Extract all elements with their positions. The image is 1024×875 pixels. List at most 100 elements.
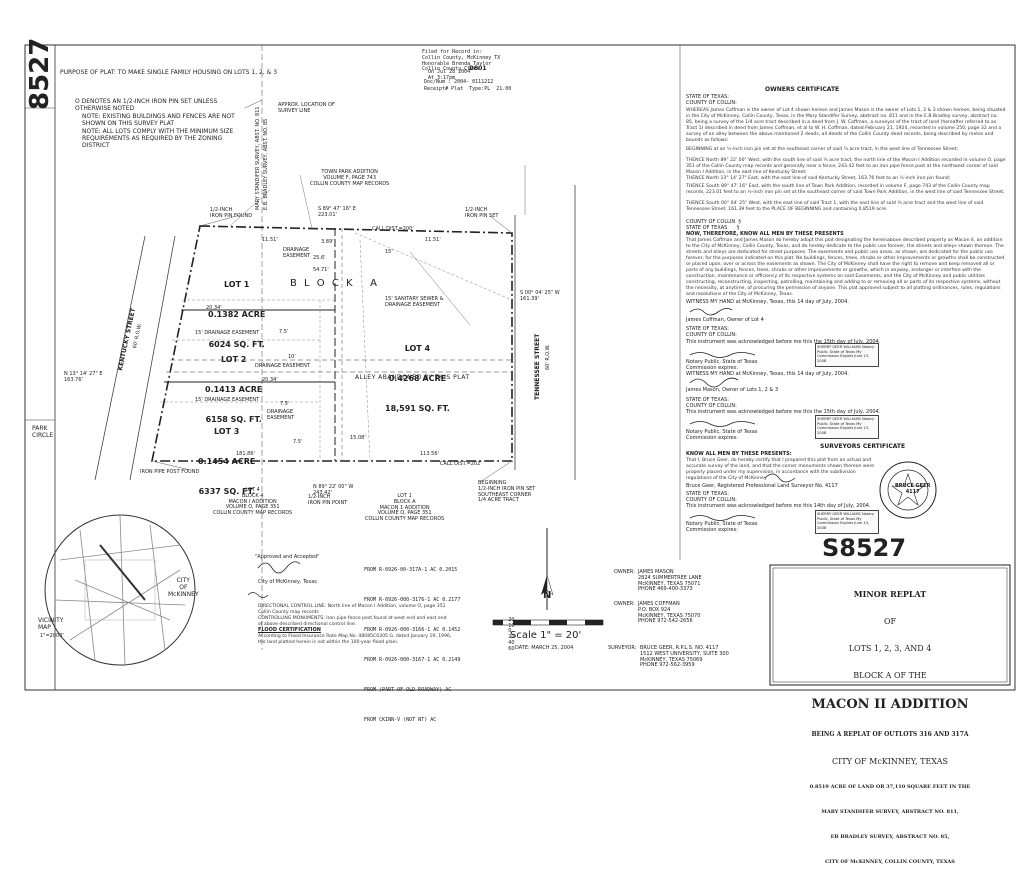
dim-label: 7.5' (279, 329, 289, 335)
plat-sheet: 8527 PURPOSE OF PLAT: TO MAKE SINGLE FAM… (24, 37, 1016, 865)
beginning-label: BEGINNING 1/2-INCH IRON PIN SET SOUTHEAS… (478, 480, 536, 504)
bearing-right: S 00° 04' 25" W 161.39' (520, 290, 560, 302)
lot-1-bottom-label: LOT 1 BLOCK A MACON 1 ADDITION VOLUME O,… (365, 493, 445, 522)
scale-ticks: 20 10 0 20 40 60 (489, 612, 515, 652)
title-block-a: BLOCK A OF THE (853, 671, 927, 680)
doc-number: Doc/Num : 2004- 0111212 (424, 79, 494, 85)
whereas-text: WHEREAS James Coffman is the owner of Lo… (686, 108, 1006, 143)
alley-abandoned-label: ALLEY ABANDONED BY THIS PLAT (355, 374, 470, 381)
sanitary-easement-label: 15' SANITARY SEWER & DRAINAGE EASEMENT (385, 296, 444, 308)
from-row: FROM R-0926-000-3176-1 AC 0.2177 (364, 597, 461, 603)
lot-2-sqft: 6158 SQ. FT. (205, 415, 262, 424)
approved-label: "Approved and Accepted" (255, 554, 320, 560)
title-minor-replat: MINOR REPLAT (853, 589, 927, 599)
ack-2: This instrument was acknowledged before … (686, 409, 881, 415)
approved-by: City of McKinney, Texas (258, 579, 317, 585)
title-acres: 0.8519 ACRE OF LAND OR 37,110 SQUARE FEE… (809, 784, 971, 790)
title-addition: MACON II ADDITION (811, 697, 969, 712)
lot-2-name: LOT 2 (220, 355, 247, 364)
title-survey-2: EB BRADLEY SURVEY, ABSTRACT NO. 85, (830, 834, 950, 840)
from-row: FROM R-0926-000-3167-1 AC 0.2149 (364, 657, 461, 663)
title-lots: LOTS 1, 2, 3, AND 4 (848, 644, 932, 653)
dim-label: 15.08' (350, 435, 366, 441)
surveyors-certificate-title: SURVEYORS CERTIFICATE (820, 443, 906, 450)
bearing-top: S 89° 47' 16" E 223.01' (318, 206, 356, 218)
county-collin: COUNTY OF COLLIN § STATE OF TEXAS § (686, 219, 741, 231)
lot-1-label: LOT 1 0.1382 ACRE 6024 SQ. FT. (208, 260, 265, 360)
drainage-easement-2: DRAINAGE EASEMENT (255, 363, 310, 369)
from-row: FROM (PART OF OLD ROADWAY) AC (364, 687, 452, 693)
thence-2: THENCE North 13° 14' 27" East, with the … (686, 176, 951, 181)
scale-label: Scale 1" = 20' (510, 630, 582, 641)
owner-1-label: OWNER: (614, 569, 635, 575)
lot-3-label: LOT 3 0.1454 ACRE 6337 SQ. FT. (198, 407, 255, 507)
surveyor-info: BRUCE GEER, R.P.L.S. NO. 4117 1512 WEST … (640, 645, 729, 669)
plat-date: DATE: MARCH 25, 2004 (515, 645, 574, 651)
dim-label: 54.71' (313, 267, 329, 273)
title-of: OF (883, 617, 897, 626)
notary-2: Notary Public, State of Texas Commission… (686, 429, 758, 441)
iron-pin-bottom: 1/2-INCH IRON PIN POINT (308, 494, 348, 506)
directional-control: DIRECTIONAL CONTROL LINE: North line of … (258, 604, 446, 615)
drainage-easement-small-2: DRAINAGE EASEMENT (267, 409, 295, 421)
file-ref: D801 (469, 65, 487, 72)
vicinity-map-label: VICINITY MAP (38, 617, 64, 631)
state-county-1: STATE OF TEXAS: COUNTY OF COLLIN: (686, 94, 737, 106)
dim-label: 11.51' (425, 237, 441, 243)
call-dist-top: CALL DIST.=200' (372, 226, 414, 232)
surveyor-label: SURVEYOR: (608, 645, 637, 651)
surveyor-certificate-text: That I, Bruce Geer, do hereby certify th… (686, 458, 875, 481)
vicinity-scale: 1"=2000' (40, 633, 64, 639)
notary-stamp-1: SHERRY GEER WILLIAMS Notary Public, Stat… (815, 343, 879, 367)
lot-1-name: LOT 1 (223, 280, 250, 289)
bearing-left: N 13° 14' 27" E 163.76' (64, 371, 103, 383)
flood-text: According to Flood Insurance Rate Map No… (258, 634, 452, 645)
survey-label-bradley: E.B. BRADLEY SURVEY, ABST. NO. 85 (263, 118, 269, 210)
dim-label: 3.89' (321, 239, 334, 245)
dim-label: 113.56' (420, 451, 439, 457)
flood-title: FLOOD CERTIFICATION (258, 627, 321, 633)
call-dist-bottom: CALL DIST.=202' (440, 461, 482, 467)
park-circle-label: PARK CIRCLE (32, 425, 54, 439)
owner-1: JAMES MASON 2824 SUMMERTREE LANE McKINNE… (638, 569, 702, 593)
from-row: FROM CKINN-V (NOT NT) AC (364, 717, 437, 723)
survey-line-label: APPROX. LOCATION OF SURVEY LINE (278, 102, 335, 114)
owner-2: JAMES COFFMAN P.O. BOX 924 McKINNEY, TEX… (638, 601, 701, 625)
know-all: KNOW ALL MEN BY THESE PRESENTS: (686, 451, 792, 457)
now-therefore: NOW, THEREFORE, KNOW ALL MEN BY THESE PR… (686, 231, 844, 237)
title-block: MINOR REPLAT OF LOTS 1, 2, 3, AND 4 BLOC… (776, 572, 1004, 875)
surveyor-seal: BRUCE GEER 4117 (895, 483, 931, 495)
dim-label: 20.34' (206, 305, 222, 311)
witness-1: WITNESS MY HAND at McKinney, Texas, this… (686, 299, 849, 305)
lot-3-acre: 0.1454 ACRE (198, 457, 256, 466)
controlling-monuments: CONTROLLING MONUMENTS: Iron pipe fence p… (258, 616, 447, 627)
lot-1-sqft: 6024 SQ. FT. (208, 340, 265, 349)
dim-label: 10' (288, 354, 296, 360)
title-city: CITY OF McKINNEY, TEXAS (832, 757, 948, 766)
survey-label-standifer: MARY STANDIFER SURVEY, ABST. NO. 811 (255, 106, 261, 210)
buildings-note: NOTE: EXISTING BUILDINGS AND FENCES ARE … (82, 113, 235, 127)
thence-4: THENCE South 00° 04' 25" West, with the … (686, 201, 984, 212)
dim-label: 7.5' (280, 401, 290, 407)
lot-4-acre: 0.4268 ACRE (388, 374, 447, 383)
iron-pin-found-label: 1/2-INCH IRON PIN FOUND (210, 207, 253, 219)
notary-3: Notary Public, State of Texas Commission… (686, 521, 758, 533)
title-county: CITY OF McKINNEY, COLLIN COUNTY, TEXAS (825, 859, 955, 865)
state-county-3: STATE OF TEXAS: COUNTY OF COLLIN: (686, 397, 737, 409)
tennessee-street-label: TENNESSEE STREET (534, 333, 541, 400)
lot-3-sqft: 6337 SQ. FT. (198, 487, 255, 496)
owner-2-label: OWNER: (614, 601, 635, 607)
scale-tick: 40 (508, 639, 515, 646)
from-row: FROM R-0926-00-317A-1 AC 0.2015 (364, 567, 458, 573)
dim-label: 11.51' (262, 237, 278, 243)
block-4-label: LOT 4 BLOCK 4 MACON I ADDITION VOLUME O,… (213, 487, 293, 516)
sheet-id-s: S8527 (822, 534, 907, 562)
lot-4-name: LOT 4 (404, 344, 431, 353)
plat-drawing (24, 44, 1016, 691)
dim-label: 7.5' (293, 439, 303, 445)
thence-3: THENCE South 89° 47' 16" East, with the … (686, 184, 1005, 195)
lot-3-name: LOT 3 (213, 427, 240, 436)
owners-certificate-title: OWNERS CERTIFICATE (765, 86, 840, 93)
signer-1: James Coffman, Owner of Lot 4 (686, 317, 764, 323)
title-replat-of: BEING A REPLAT OF OUTLOTS 316 AND 317A (811, 731, 969, 738)
